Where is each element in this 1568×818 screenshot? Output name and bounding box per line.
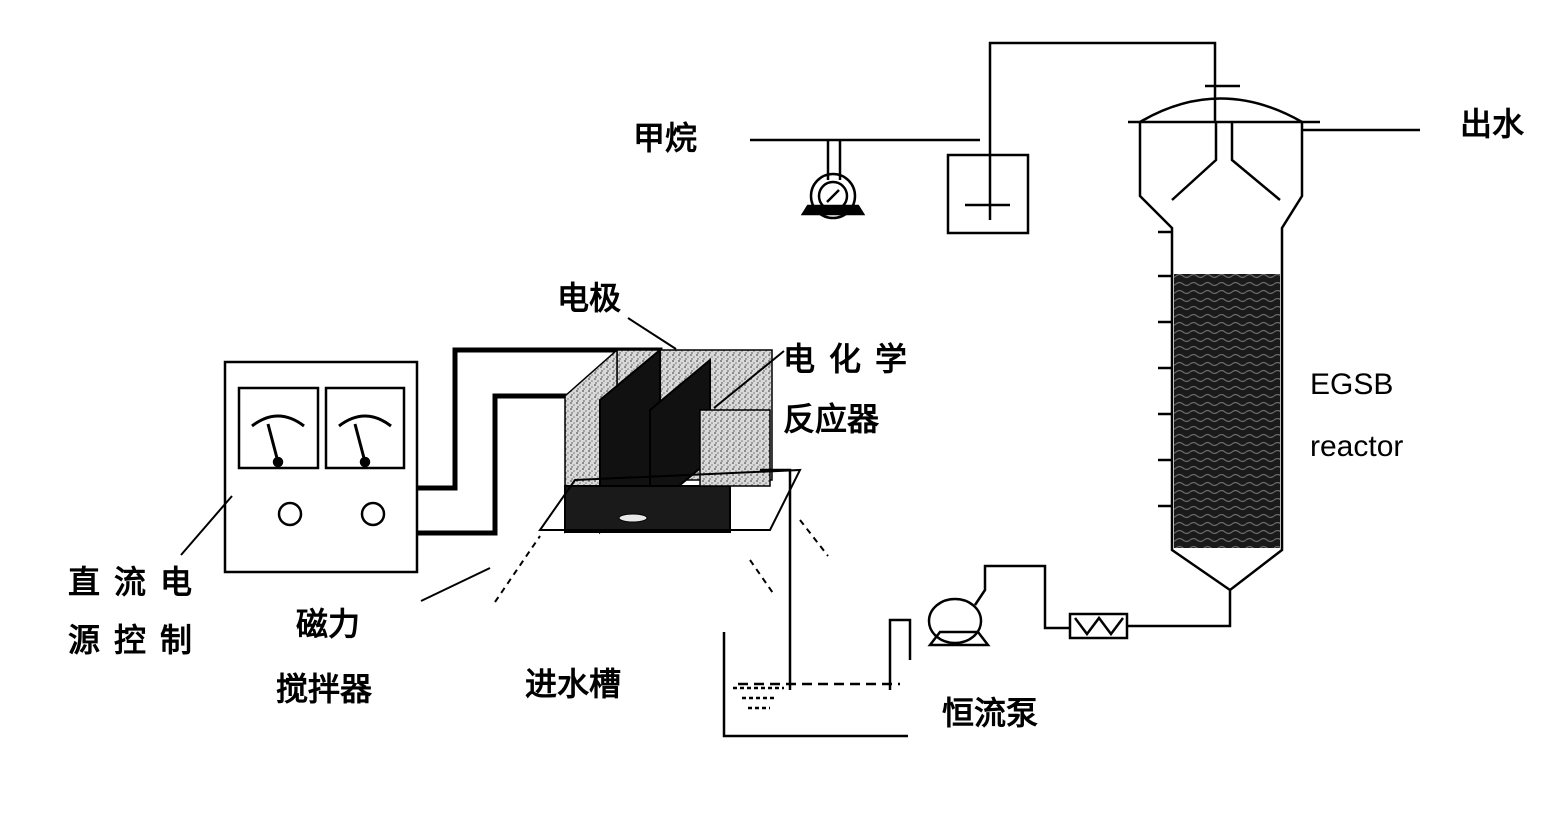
electrode-leader [628,318,676,349]
label-inlet-tank: 进水槽 [525,665,622,703]
dc-power-leader [181,496,232,555]
stirrer-dashes [495,520,828,602]
gas-flow-meter [803,174,863,218]
reactor-leader [714,351,784,408]
ammeter [239,388,318,468]
label-constant-flow-pump: 恒流泵 [942,694,1039,732]
constant-flow-pump [929,566,1070,645]
egsb-reactor [1128,70,1420,590]
label-dc-power-line2: 源控制 [68,621,207,659]
heat-exchanger [1070,614,1127,638]
label-electrode: 电极 [557,279,622,317]
label-egsb-line2: reactor [1310,430,1404,463]
control-knob-left [279,503,301,525]
control-knob-right [362,503,384,525]
label-methane: 甲烷 [633,119,698,157]
label-egsb-line1: EGSB [1310,368,1394,401]
stirrer-leader [421,568,490,601]
electrochemical-reactor [540,350,800,532]
dc-power-supply [225,362,417,572]
label-echem-reactor-line2: 反应器 [783,400,880,438]
reactor-outlet-line [760,470,790,690]
gas-wash-bottle [948,155,1028,233]
label-magnetic-stirrer-line2: 搅拌器 [276,670,373,708]
label-magnetic-stirrer-line1: 磁力 [296,605,361,643]
inlet-tank [724,620,910,736]
gas-line [750,43,1215,233]
label-outflow: 出水 [1460,105,1525,143]
stirrer-base [540,470,800,530]
sludge-bed [1174,274,1280,548]
voltmeter [326,388,404,468]
stir-bar [619,514,647,522]
label-dc-power-line1: 直流电 [68,563,207,601]
feed-line [1127,590,1230,626]
label-echem-reactor-line1: 电化学 [783,340,922,378]
